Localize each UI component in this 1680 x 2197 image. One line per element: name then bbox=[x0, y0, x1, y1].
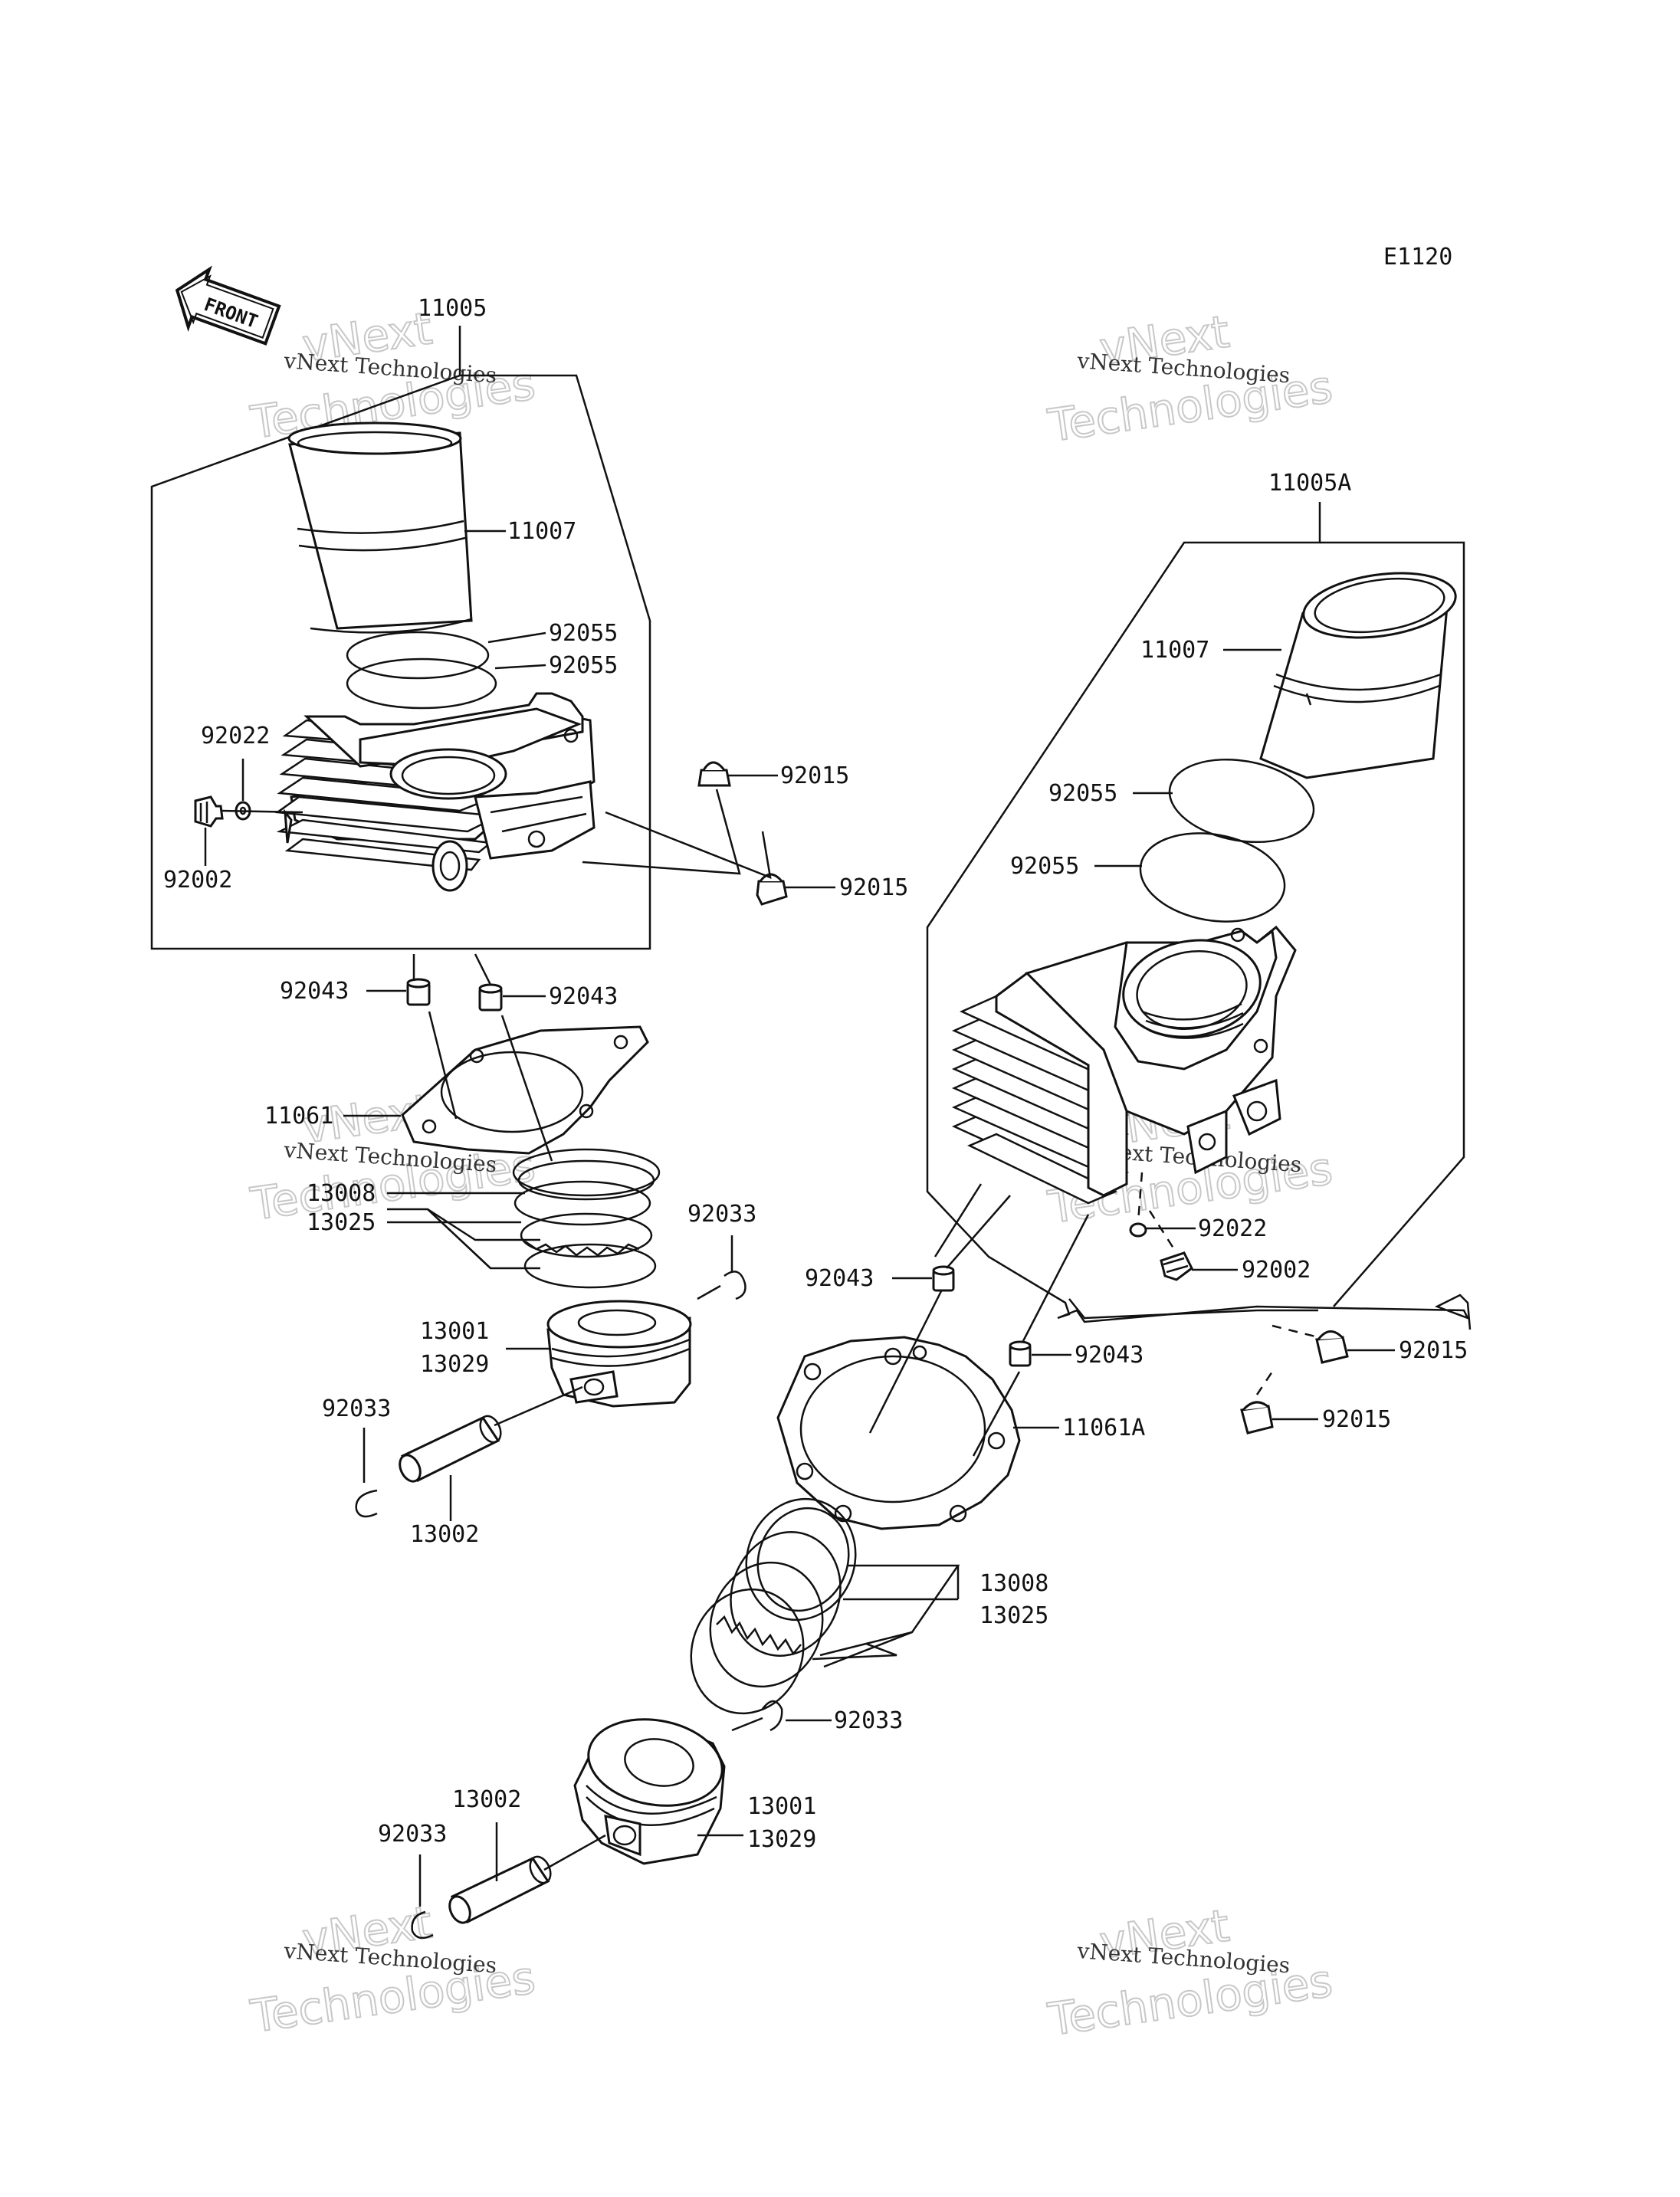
label-92022[interactable]: 92022 bbox=[201, 723, 270, 749]
label-13025[interactable]: 13025 bbox=[307, 1209, 376, 1236]
washer bbox=[1129, 1222, 1147, 1238]
bolt bbox=[194, 795, 224, 828]
label-11061[interactable]: 11061 bbox=[264, 1103, 333, 1130]
label-92015-b[interactable]: 92015 bbox=[839, 874, 908, 901]
label-13008[interactable]: 13008 bbox=[307, 1180, 376, 1207]
o-ring-lower bbox=[346, 657, 497, 710]
o-ring-upper bbox=[346, 631, 490, 680]
cylinder-gasket-a bbox=[776, 1336, 1021, 1530]
cylinder-set-bracket-a bbox=[926, 502, 1472, 1330]
piston-ring-set bbox=[512, 1148, 661, 1289]
cap-nut-upper bbox=[697, 761, 731, 787]
label-11007[interactable]: 11007 bbox=[507, 518, 576, 545]
label-11061A[interactable]: 11061A bbox=[1062, 1415, 1145, 1441]
dowel-right bbox=[478, 983, 503, 1012]
label-92002[interactable]: 92002 bbox=[163, 867, 232, 894]
cylinder-liner bbox=[1259, 572, 1457, 779]
label-13001[interactable]: 13001 bbox=[420, 1318, 489, 1345]
piston bbox=[546, 1300, 692, 1408]
label-92033-r-bottom[interactable]: 92033 bbox=[378, 1821, 447, 1848]
label-92033-top[interactable]: 92033 bbox=[687, 1201, 756, 1228]
label-13029-r[interactable]: 13029 bbox=[747, 1826, 816, 1853]
cylinder-gasket bbox=[401, 1025, 649, 1155]
dowel-left bbox=[932, 1265, 955, 1292]
label-13002-r[interactable]: 13002 bbox=[452, 1786, 521, 1813]
label-92043-l[interactable]: 92043 bbox=[280, 978, 349, 1005]
piston-pin-clip bbox=[724, 1271, 746, 1300]
label-92055-b[interactable]: 92055 bbox=[549, 652, 618, 679]
label-13001-r[interactable]: 13001 bbox=[747, 1793, 816, 1820]
cap-nut-upper bbox=[1315, 1330, 1349, 1364]
piston-pin-clip bbox=[355, 1489, 378, 1518]
front-arrow-icon: FRONT bbox=[175, 265, 281, 346]
diagram-id: E1120 bbox=[1383, 244, 1452, 271]
label-92055-r-a[interactable]: 92055 bbox=[1048, 780, 1117, 807]
cylinder-set-bracket bbox=[150, 326, 651, 950]
label-92033-bottom[interactable]: 92033 bbox=[322, 1395, 391, 1422]
label-92043-r-l[interactable]: 92043 bbox=[805, 1265, 874, 1292]
dowel-right bbox=[1009, 1340, 1032, 1367]
piston-pin bbox=[448, 1855, 552, 1924]
label-92022-r[interactable]: 92022 bbox=[1198, 1215, 1267, 1242]
o-ring-lower bbox=[1139, 832, 1286, 923]
piston-ring-set bbox=[690, 1497, 857, 1715]
bolt bbox=[1160, 1251, 1193, 1281]
label-92043-r[interactable]: 92043 bbox=[549, 983, 618, 1010]
piston-pin-clip bbox=[762, 1700, 783, 1732]
label-13008-r[interactable]: 13008 bbox=[979, 1570, 1048, 1597]
label-92002-r[interactable]: 92002 bbox=[1242, 1257, 1311, 1284]
piston-pin-clip bbox=[411, 1910, 434, 1940]
cap-nut-lower bbox=[1240, 1401, 1274, 1435]
label-92015-r-b[interactable]: 92015 bbox=[1322, 1406, 1391, 1433]
label-13029[interactable]: 13029 bbox=[420, 1351, 489, 1378]
o-ring-upper bbox=[1168, 758, 1315, 844]
label-92055-a[interactable]: 92055 bbox=[549, 620, 618, 647]
label-13002[interactable]: 13002 bbox=[410, 1521, 479, 1548]
cap-nut-lower bbox=[756, 873, 788, 906]
label-92033-r-top[interactable]: 92033 bbox=[834, 1707, 903, 1734]
cylinder-block-a bbox=[951, 925, 1297, 1205]
label-92015-r-a[interactable]: 92015 bbox=[1399, 1337, 1468, 1364]
label-11005[interactable]: 11005 bbox=[418, 295, 487, 322]
label-11005A[interactable]: 11005A bbox=[1268, 470, 1351, 497]
piston bbox=[573, 1718, 726, 1865]
piston-pin bbox=[399, 1415, 502, 1483]
label-11007-r[interactable]: 11007 bbox=[1140, 637, 1209, 664]
dowel-left bbox=[406, 978, 431, 1006]
label-13025-r[interactable]: 13025 bbox=[979, 1602, 1048, 1629]
cylinder-liner bbox=[287, 421, 473, 634]
label-92015-a[interactable]: 92015 bbox=[780, 762, 849, 789]
cylinder-block bbox=[274, 692, 596, 892]
label-92043-r-r[interactable]: 92043 bbox=[1075, 1342, 1144, 1369]
label-92055-r-b[interactable]: 92055 bbox=[1010, 853, 1079, 880]
